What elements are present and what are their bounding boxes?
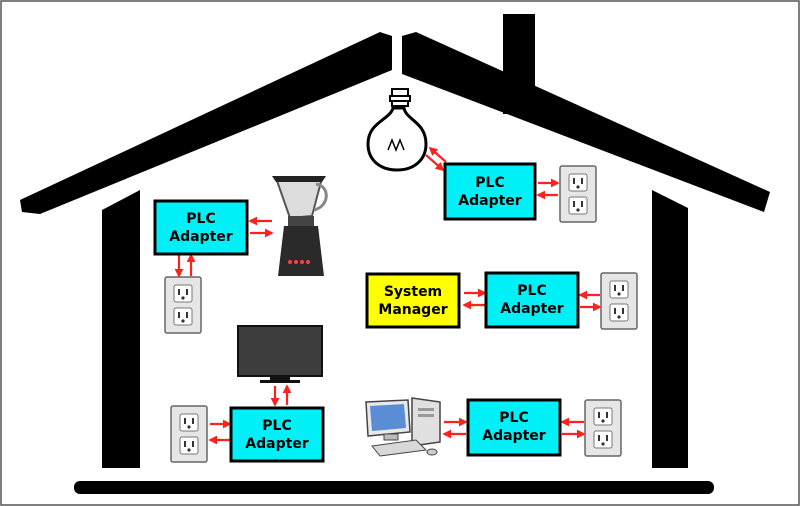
adapter-near-computer: PLC Adapter <box>466 398 562 457</box>
wall-outlet-icon <box>559 165 597 223</box>
adapter-near-bulb: PLC Adapter <box>443 162 537 221</box>
wall-right <box>652 190 688 468</box>
house-outline-icon <box>20 14 770 494</box>
adapter-near-manager: PLC Adapter <box>484 271 580 329</box>
wall-outlet-icon <box>600 272 638 330</box>
blender-icon <box>272 176 328 276</box>
adapter-label-line2: Adapter <box>169 229 233 245</box>
adapter-label-line1: PLC <box>517 283 546 299</box>
desktop-computer-icon <box>365 397 441 457</box>
arrow-adapter-to-bulb <box>428 146 447 163</box>
roof-left <box>20 32 392 214</box>
wall-outlet-icon <box>164 276 202 334</box>
system-manager-box: System Manager <box>365 272 461 329</box>
arrow-bulb-to-adapter <box>425 154 445 172</box>
adapter-label-line1: PLC <box>262 418 291 434</box>
wall-outlet-icon <box>584 399 622 457</box>
adapter-label-line1: PLC <box>186 211 215 227</box>
adapter-label-line2: Adapter <box>500 301 564 317</box>
wall-left <box>102 190 140 468</box>
television-icon <box>237 325 323 383</box>
light-bulb-icon <box>366 88 428 172</box>
adapter-label-line2: Adapter <box>458 193 522 209</box>
adapter-label-line2: Adapter <box>245 436 309 452</box>
system-manager-line2: Manager <box>378 302 447 318</box>
floor <box>74 481 714 494</box>
adapter-near-blender: PLC Adapter <box>153 199 249 256</box>
connection-arrows <box>174 146 602 445</box>
adapter-label-line2: Adapter <box>482 428 546 444</box>
adapter-label-line1: PLC <box>499 410 528 426</box>
adapter-near-tv: PLC Adapter <box>229 406 325 463</box>
wall-outlet-icon <box>170 405 208 463</box>
system-manager-line1: System <box>384 284 442 300</box>
roof-right <box>402 32 770 212</box>
adapter-label-line1: PLC <box>475 175 504 191</box>
